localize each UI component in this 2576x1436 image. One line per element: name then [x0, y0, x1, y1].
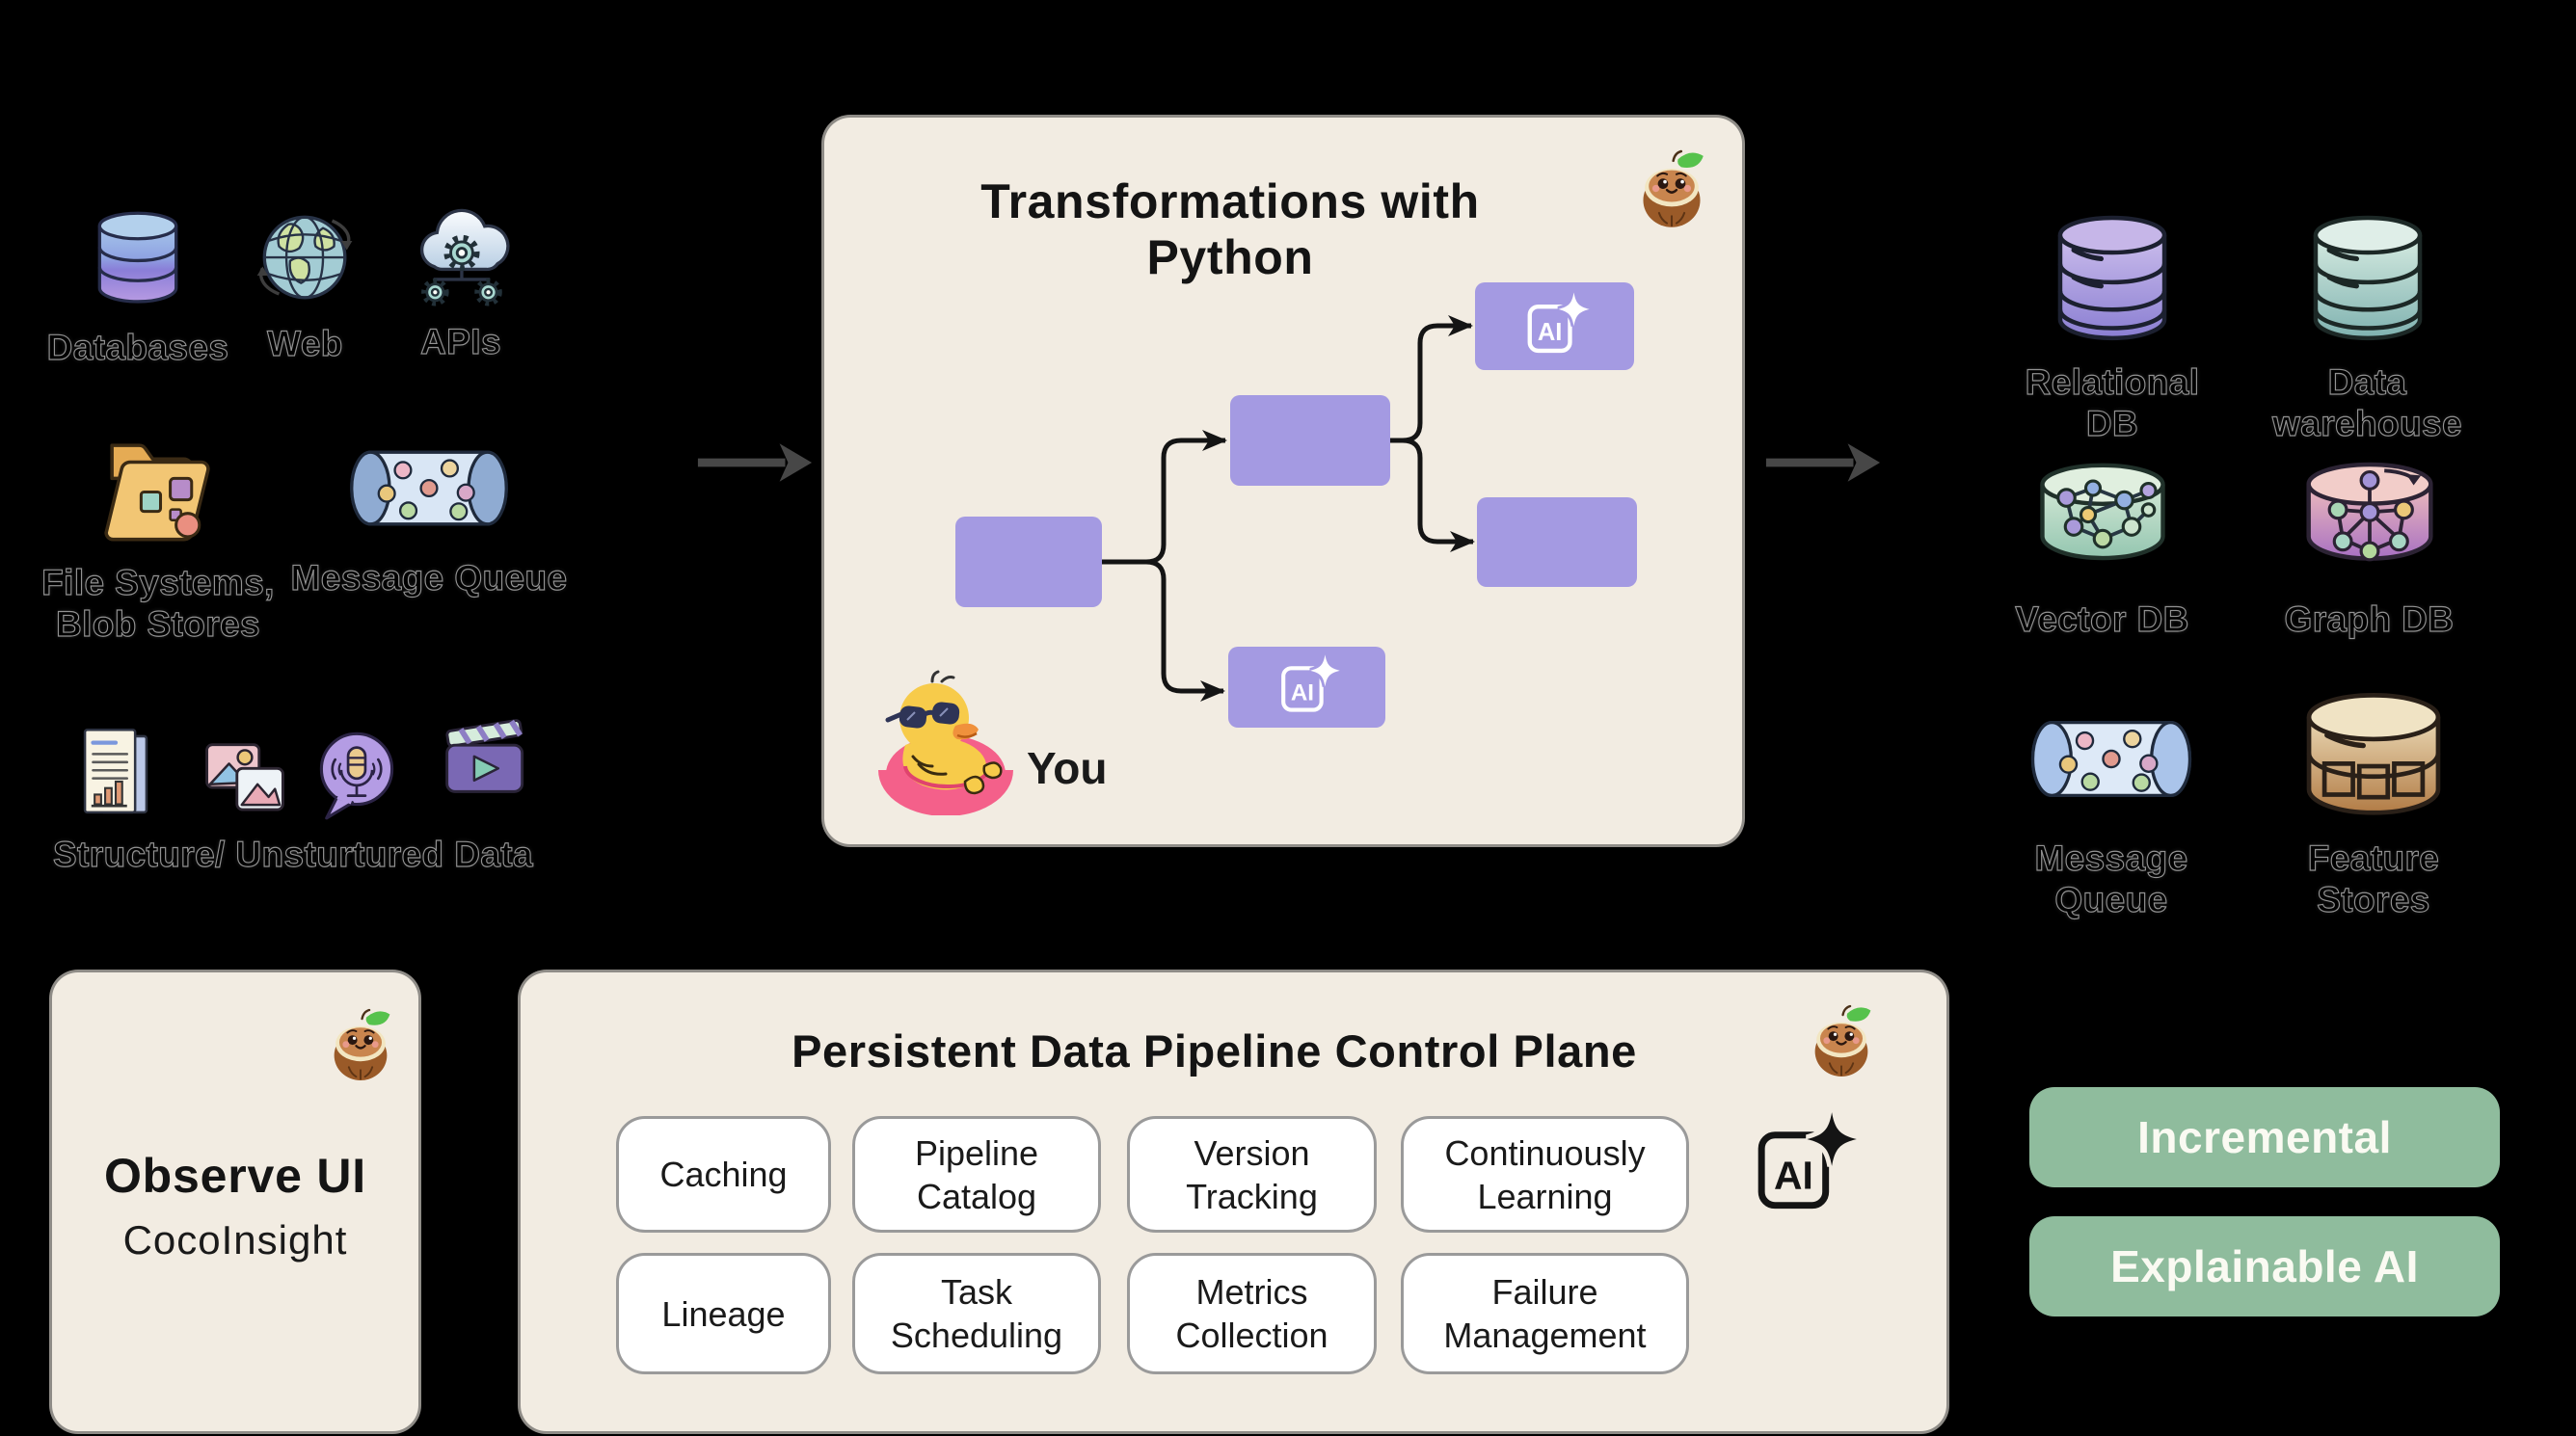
- sunglasses-icon: [885, 702, 960, 729]
- ai-sparkle-icon: [1745, 1107, 1859, 1227]
- dest-relational-db: Relational DB: [2011, 208, 2214, 445]
- message-queue-cylinder-icon: [350, 450, 508, 526]
- flow-step-source: [955, 517, 1102, 607]
- flow-step-output: [1477, 497, 1637, 587]
- ai-sparkle-icon: [1274, 653, 1341, 721]
- coconut-mascot-icon: [1805, 1001, 1878, 1084]
- badge-incremental: Incremental: [2029, 1087, 2500, 1187]
- flow-step-ai-bottom: [1228, 647, 1385, 728]
- badge-explainable-ai: Explainable AI: [2029, 1216, 2500, 1316]
- ai-sparkle-icon: [1519, 291, 1591, 362]
- observe-subtitle: CocoInsight: [122, 1217, 348, 1263]
- arrow-transform-to-destinations: [1765, 443, 1881, 482]
- source-label: Structure/ Unsturtured Data: [52, 834, 534, 874]
- feature-stores-icon: [2306, 693, 2441, 815]
- chip-task-scheduling: Task Scheduling: [852, 1253, 1101, 1374]
- dest-label: Graph DB: [2284, 598, 2455, 639]
- audio-bubble-icon: [319, 731, 394, 820]
- dest-graph-db: Graph DB: [2266, 447, 2473, 641]
- chip-failure-management: Failure Management: [1401, 1253, 1689, 1374]
- source-label: APIs: [419, 321, 501, 361]
- dest-data-warehouse: Data warehouse: [2264, 208, 2471, 445]
- you-label: You: [1027, 743, 1108, 793]
- source-label: Web: [267, 323, 343, 363]
- chip-version-tracking: Version Tracking: [1127, 1116, 1377, 1233]
- gear-icon: [474, 278, 502, 306]
- graph-db-icon: [2305, 462, 2433, 562]
- source-web: Web: [235, 204, 375, 365]
- cloud-gears-icon: [419, 208, 510, 306]
- observe-title: Observe UI: [103, 1149, 366, 1203]
- database-cylinder-icon: [97, 211, 178, 304]
- arrow-sources-to-transform: [697, 443, 813, 482]
- chip-metrics-collection: Metrics Collection: [1127, 1253, 1377, 1374]
- coconut-mascot-icon: [324, 1005, 397, 1088]
- flow-arrows: [1102, 315, 1475, 702]
- dest-feature-stores: Feature Stores: [2267, 686, 2480, 921]
- transformations-card: Transformations with Python: [821, 115, 1745, 847]
- message-queue-cylinder-icon: [2030, 720, 2192, 797]
- gear-icon: [421, 278, 449, 306]
- vector-db-icon: [2039, 463, 2165, 561]
- dest-label: Relational DB: [2025, 361, 2200, 443]
- source-label: Databases: [46, 327, 229, 367]
- control-plane-card: Persistent Data Pipeline Control Plane C…: [518, 970, 1949, 1434]
- dest-label: Vector DB: [2015, 598, 2189, 639]
- dest-label: Message Queue: [2034, 838, 2188, 919]
- database-cylinder-icon: [2313, 215, 2422, 341]
- folder-icon: [104, 443, 210, 542]
- database-cylinder-icon: [2057, 215, 2167, 341]
- dest-label: Data warehouse: [2271, 361, 2462, 443]
- source-file-systems: File Systems, Blob Stores: [35, 428, 282, 646]
- dest-message-queue: Message Queue: [2005, 686, 2217, 921]
- control-plane-title: Persistent Data Pipeline Control Plane: [792, 1025, 1637, 1077]
- video-clapper-icon: [445, 719, 524, 793]
- chip-pipeline-catalog: Pipeline Catalog: [852, 1116, 1101, 1233]
- observe-ui-card: Observe UI CocoInsight: [49, 970, 421, 1434]
- source-label: Message Queue: [290, 557, 568, 598]
- source-label: File Systems, Blob Stores: [41, 562, 275, 644]
- transformations-title: Transformations with Python: [980, 174, 1480, 284]
- chip-continuously-learning: Continuously Learning: [1401, 1116, 1689, 1233]
- chip-caching: Caching: [616, 1116, 831, 1233]
- source-message-queue: Message Queue: [289, 441, 569, 599]
- duck-on-float-icon: [878, 670, 1013, 815]
- document-icon: [83, 728, 148, 814]
- globe-icon: [256, 215, 352, 300]
- source-databases: Databases: [46, 206, 229, 369]
- images-icon: [205, 743, 284, 811]
- source-apis: APIs: [384, 202, 538, 363]
- chip-lineage: Lineage: [616, 1253, 831, 1374]
- flow-step-ai-top: [1475, 282, 1634, 370]
- dest-vector-db: Vector DB: [2003, 447, 2201, 641]
- dest-label: Feature Stores: [2307, 838, 2440, 919]
- gear-icon: [443, 234, 480, 271]
- flow-step-transform: [1230, 395, 1390, 486]
